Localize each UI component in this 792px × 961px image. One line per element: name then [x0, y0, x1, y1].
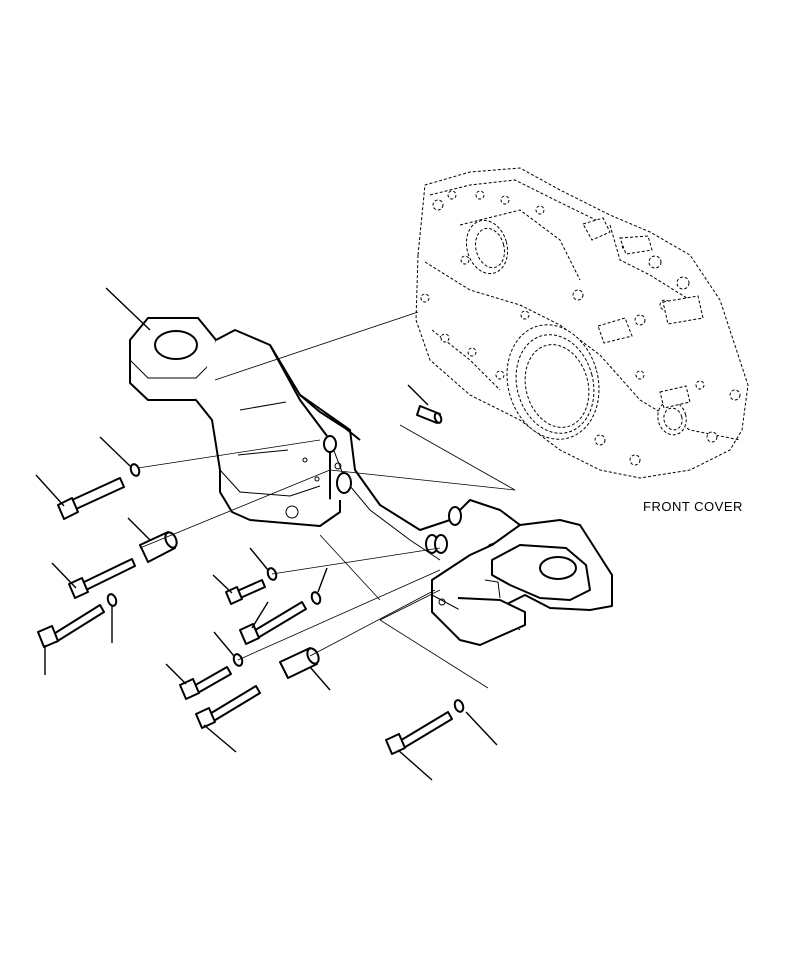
front-cover-label: FRONT COVER: [643, 499, 743, 514]
pivot-bracket: [431, 519, 613, 646]
washer-4: [310, 591, 322, 605]
dowel-pin: [416, 405, 443, 424]
washer-6: [453, 699, 465, 713]
bolt-6: [179, 666, 232, 700]
washer-1: [129, 463, 141, 477]
bolt-8: [385, 711, 453, 755]
bolt-1: [57, 477, 125, 520]
spacer-2: [279, 647, 320, 679]
assembly-guide-lines: [137, 311, 516, 689]
washer-2: [106, 593, 118, 607]
bolt-5: [239, 601, 307, 645]
callout-leaders: [35, 287, 498, 781]
mounting-bracket: [129, 317, 521, 576]
bolt-4: [225, 579, 266, 605]
bolt-7: [195, 685, 261, 729]
front-cover-housing: [415, 167, 749, 479]
bolt-2: [68, 558, 136, 599]
bolt-3: [37, 604, 105, 648]
